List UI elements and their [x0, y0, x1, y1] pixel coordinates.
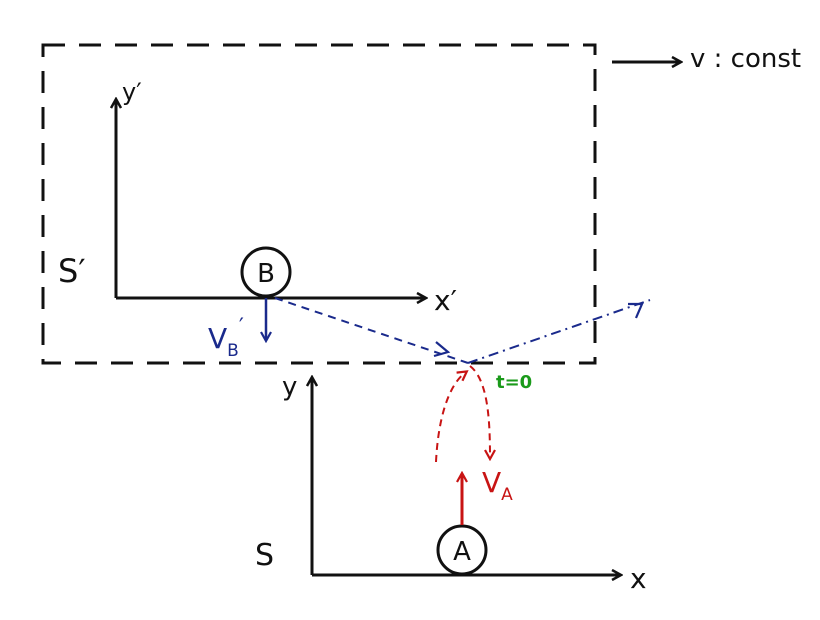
particle-a-label: A [453, 537, 471, 567]
velocity-b-label: VB′ [208, 315, 244, 361]
b-outgoing-trajectory [467, 299, 651, 364]
frame-velocity-label: v : const [690, 44, 801, 74]
collision-time-label: t=0 [496, 372, 532, 393]
a-outgoing-trajectory [469, 365, 490, 458]
velocity-a-label: VA [482, 466, 513, 505]
y-label: y [282, 372, 297, 402]
b-incoming-trajectory [274, 297, 469, 364]
y-prime-label: y′ [122, 78, 142, 106]
moving-frame-label: S′ [58, 252, 86, 290]
particle-a-circle [436, 524, 488, 576]
particle-b-circle [240, 246, 292, 298]
x-label: x [630, 562, 647, 595]
a-incoming-trajectory [435, 372, 466, 463]
rest-frame-label: S [255, 538, 274, 573]
x-prime-label: x′ [434, 284, 457, 317]
b-outgoing-arrowhead [628, 302, 644, 319]
particle-b-label: B [257, 259, 275, 289]
b-incoming-arrowhead [433, 341, 451, 358]
